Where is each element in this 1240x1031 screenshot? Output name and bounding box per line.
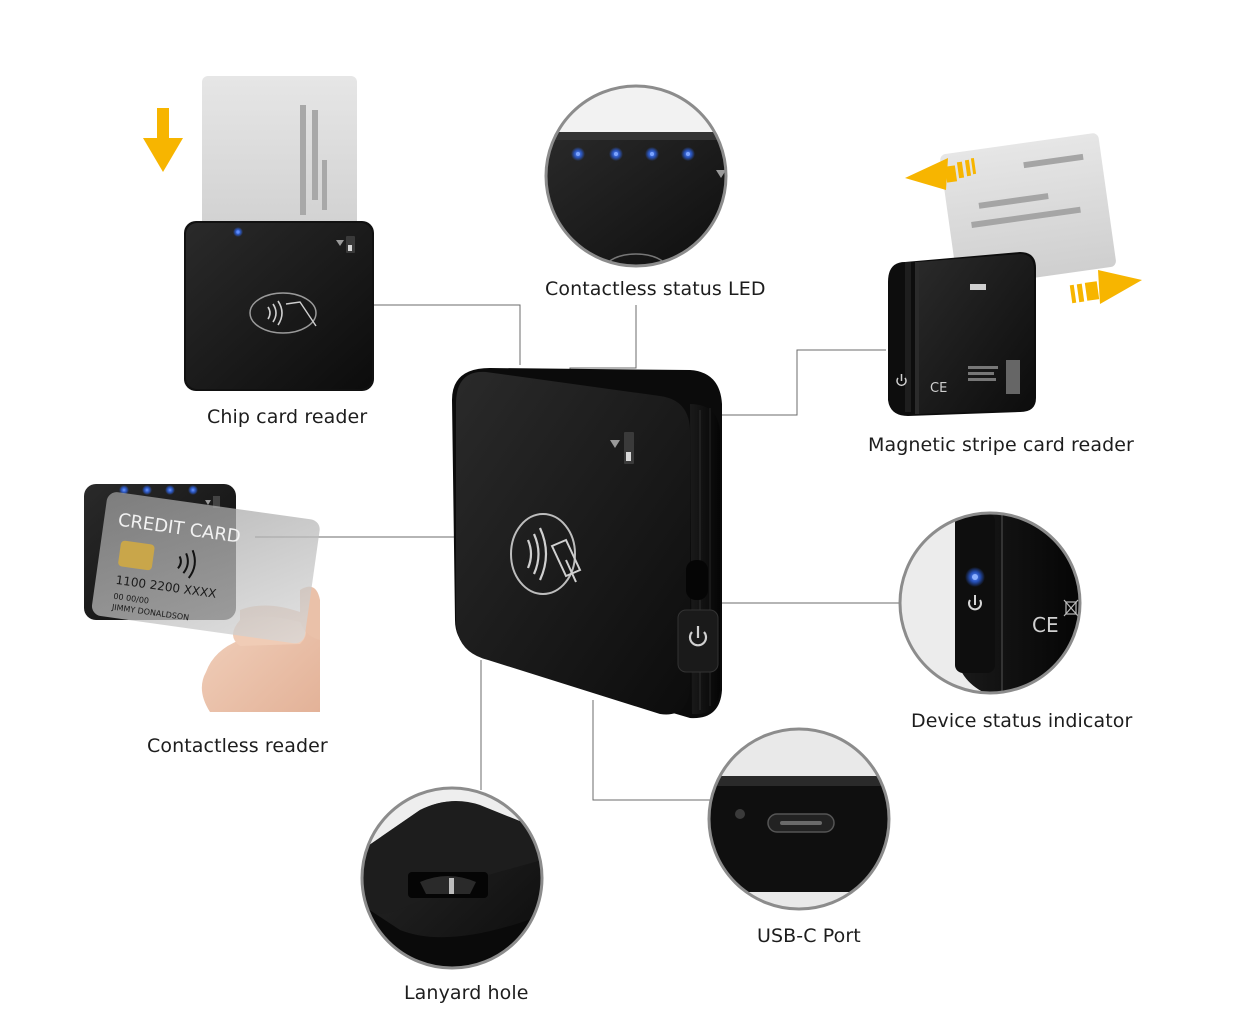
insert-arrow-icon bbox=[143, 108, 183, 172]
power-icon bbox=[688, 626, 708, 647]
contactless-reader-image: CREDIT CARD 1100 2200 XXXX 00 00/00 JIMM… bbox=[84, 484, 320, 712]
status-indicator-closeup: CE bbox=[898, 511, 1082, 695]
leader-line-chip bbox=[374, 304, 521, 365]
ce-mark-icon: CE bbox=[1032, 613, 1059, 637]
label-contactless-reader: Contactless reader bbox=[147, 735, 328, 757]
led-closeup bbox=[544, 84, 728, 268]
usb-port-closeup bbox=[707, 727, 891, 911]
contactless-icon bbox=[510, 513, 582, 595]
leader-line-usb bbox=[592, 700, 710, 801]
usb-c-icon bbox=[767, 813, 835, 833]
chip-card-reader-image bbox=[184, 76, 374, 391]
label-device-status-indicator: Device status indicator bbox=[911, 710, 1133, 732]
lanyard-hole-closeup bbox=[360, 786, 544, 970]
label-lanyard-hole: Lanyard hole bbox=[404, 982, 529, 1004]
power-icon bbox=[896, 374, 907, 387]
chip-slot-arrow-icon bbox=[610, 440, 620, 448]
label-usb-c-port: USB-C Port bbox=[757, 925, 861, 947]
ce-mark-icon: CE bbox=[930, 381, 947, 396]
card-embossed-text bbox=[300, 105, 327, 215]
power-button[interactable] bbox=[677, 609, 719, 673]
magnetic-reader-image: CE bbox=[888, 133, 1116, 416]
power-icon bbox=[968, 595, 982, 611]
label-chip-card-reader: Chip card reader bbox=[207, 406, 368, 428]
label-magnetic-stripe-reader: Magnetic stripe card reader bbox=[868, 434, 1134, 456]
label-contactless-status-led: Contactless status LED bbox=[545, 278, 766, 300]
swipe-right-arrow-icon bbox=[1069, 270, 1142, 304]
swipe-left-arrow-icon bbox=[905, 157, 977, 190]
leader-line-magnetic bbox=[720, 349, 886, 416]
main-device bbox=[452, 368, 722, 719]
